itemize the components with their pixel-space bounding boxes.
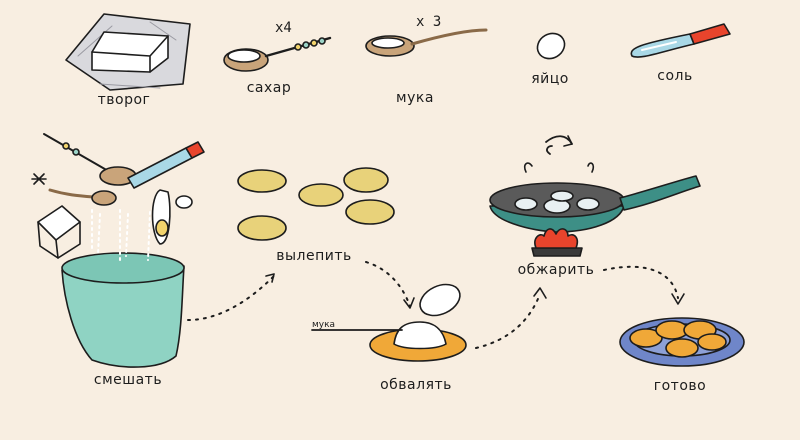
ingredient-tvorog-label: творог bbox=[97, 92, 151, 108]
step-shape-label: вылепить bbox=[276, 248, 352, 264]
flour-spoon-icon bbox=[365, 28, 488, 57]
step-ready-label: готово bbox=[653, 378, 707, 394]
mixing-bowl-icon bbox=[61, 209, 185, 368]
finished-plate-icon bbox=[619, 317, 745, 367]
frying-pan-icon bbox=[489, 135, 701, 257]
ingredient-salt-label: соль bbox=[657, 68, 693, 84]
ingredient-flour-label: мука bbox=[396, 90, 434, 106]
coat-flour-label: мука bbox=[312, 320, 336, 330]
ingredient-egg-label: яйцо bbox=[531, 71, 569, 87]
sugar-spoon-icon bbox=[223, 36, 332, 72]
flour-multiplier: х 3 bbox=[416, 14, 442, 30]
cottage-cheese-icon bbox=[65, 13, 191, 91]
step-coat-label: обвалять bbox=[380, 377, 452, 393]
egg-icon bbox=[536, 32, 566, 60]
ingredient-sugar-label: сахар bbox=[246, 80, 292, 96]
step-fry-label: обжарить bbox=[517, 262, 595, 278]
sugar-multiplier: х4 bbox=[275, 20, 292, 36]
coating-plate-icon bbox=[311, 283, 467, 362]
salt-shaker-icon bbox=[630, 23, 731, 58]
shaped-patties-icon bbox=[237, 167, 395, 241]
mix-ingredients-icon bbox=[31, 133, 205, 259]
step-mix-label: смешать bbox=[93, 372, 163, 388]
